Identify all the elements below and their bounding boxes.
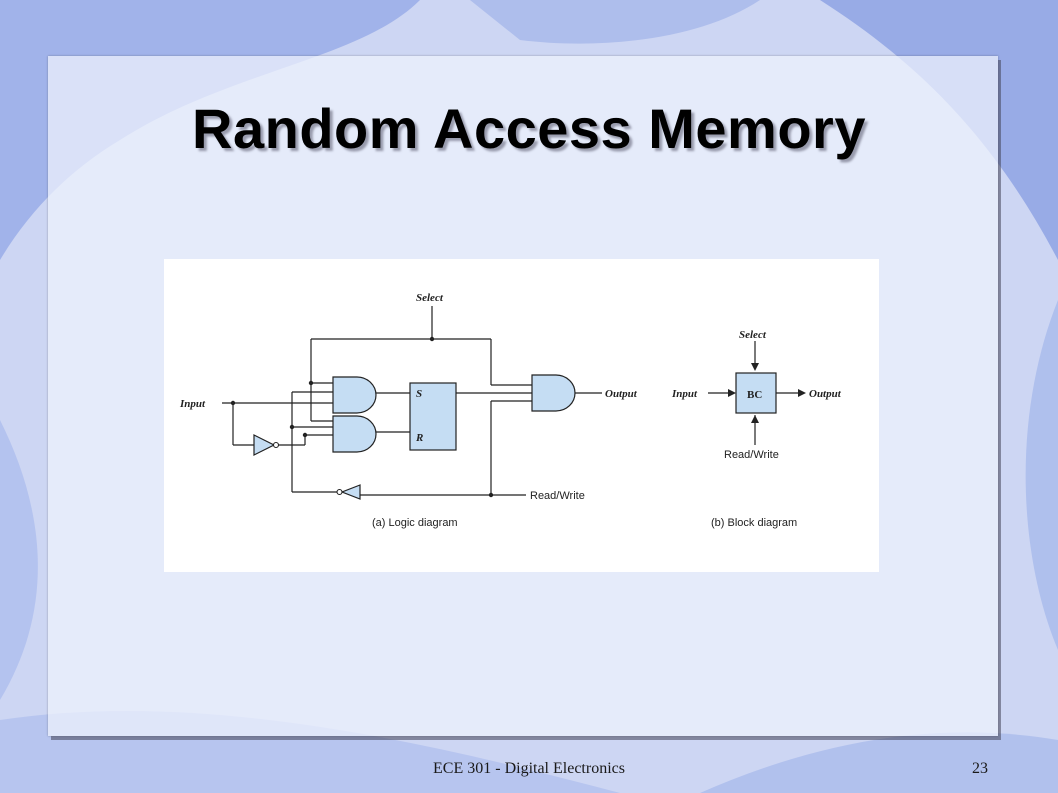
slide-footer: ECE 301 - Digital Electronics 23 [0,760,1058,784]
output-and-gate [531,374,576,412]
select-label: Select [416,292,444,304]
block-read-write-label: Read/Write [724,449,779,461]
and-gate-2 [332,415,377,453]
s-input-label: S [416,388,422,400]
block-output-label: Output [809,388,842,400]
input-inverter [253,434,280,456]
ram-cell-figure: Select Input Output S R Read/Write (a) L… [164,259,879,572]
and-gate-1 [332,376,377,414]
page-number: 23 [972,760,988,777]
block-input-label: Input [671,388,698,400]
sr-latch [409,382,457,451]
r-input-label: R [415,432,423,444]
bc-label: BC [747,389,762,401]
output-label: Output [605,388,638,400]
slide-title: Random Access Memory [192,97,866,160]
read-write-label: Read/Write [530,490,585,502]
block-diagram-caption: (b) Block diagram [711,517,797,529]
binary-cell-block [735,372,777,414]
input-label: Input [179,398,206,410]
binary-cell-diagram: Select Input Output S R Read/Write (a) L… [179,292,842,529]
read-write-inverter [336,484,361,500]
block-select-label: Select [739,329,767,341]
footer-course-title: ECE 301 - Digital Electronics [433,760,625,777]
logic-diagram-caption: (a) Logic diagram [372,517,458,529]
